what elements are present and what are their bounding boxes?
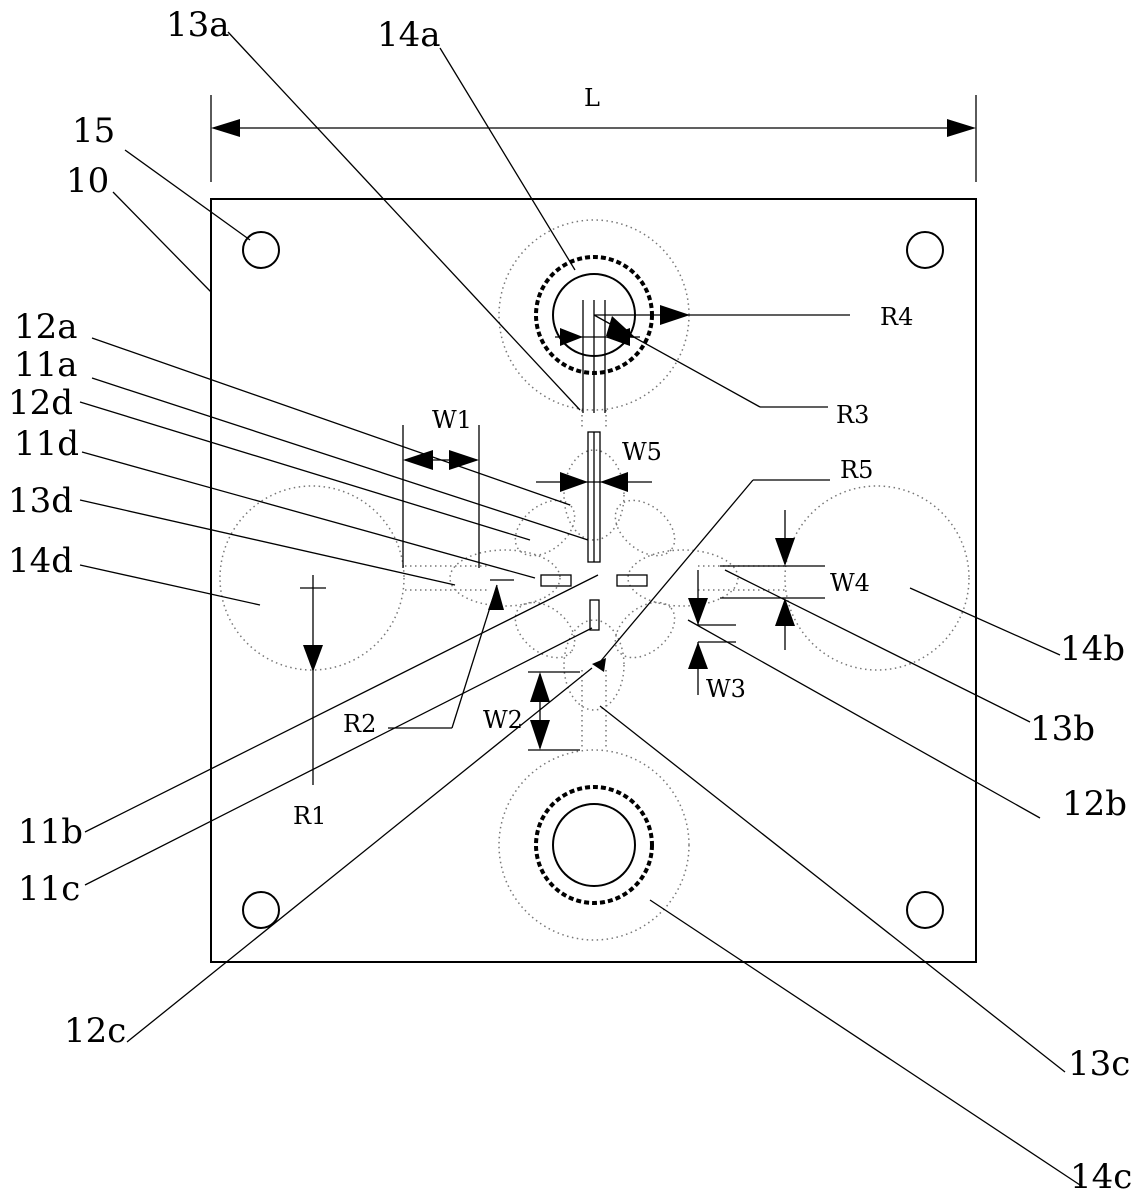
dim-label-r2: R2 (343, 710, 376, 738)
dim-label-r1: R1 (293, 802, 326, 830)
label-13a: 13a (166, 5, 230, 45)
label-12a: 12a (14, 307, 78, 347)
label-14b: 14b (1060, 629, 1125, 669)
dimension-w1 (402, 425, 480, 568)
mounting-hole-bottom-right (906, 891, 944, 929)
dimension-w3 (688, 570, 736, 695)
label-13c: 13c (1068, 1044, 1130, 1084)
label-13d: 13d (8, 481, 73, 521)
dim-label-r4: R4 (880, 303, 913, 331)
top-port (534, 255, 654, 413)
label-12d: 12d (8, 383, 73, 423)
mounting-holes (242, 231, 944, 929)
label-14a: 14a (377, 15, 441, 55)
dimension-r1 (300, 575, 326, 785)
label-12c: 12c (64, 1011, 126, 1051)
label-13b: 13b (1030, 709, 1095, 749)
dim-label-r3: R3 (836, 401, 869, 429)
dim-label-w1: W1 (432, 406, 472, 434)
mounting-hole-top-right (906, 231, 944, 269)
dim-label-w3: W3 (706, 675, 746, 703)
central-feed (540, 431, 648, 672)
label-14c: 14c (1070, 1157, 1132, 1197)
bottom-port (534, 785, 654, 905)
dim-label-l: L (584, 84, 600, 112)
dim-label-w4: W4 (830, 569, 870, 597)
dim-label-r5: R5 (840, 456, 873, 484)
label-10: 10 (66, 161, 109, 201)
dimension-w4 (720, 510, 825, 650)
label-14d: 14d (8, 541, 73, 581)
mounting-hole-bottom-left (242, 891, 280, 929)
dim-label-w5: W5 (622, 438, 662, 466)
substrate-board (210, 198, 977, 963)
label-11a: 11a (14, 345, 78, 385)
dimension-r5 (599, 479, 830, 663)
dimension-l (210, 95, 977, 182)
dimension-w5 (536, 472, 652, 492)
label-12b: 12b (1062, 784, 1127, 824)
label-11b: 11b (18, 812, 83, 852)
dimension-r2 (388, 579, 514, 729)
dimension-r3-r4 (555, 305, 850, 408)
label-11d: 11d (14, 424, 79, 464)
label-15: 15 (72, 111, 115, 151)
dim-label-w2: W2 (483, 706, 523, 734)
dimension-w2 (528, 671, 580, 751)
label-11c: 11c (18, 869, 80, 909)
leader-lines (79, 31, 1081, 1186)
mounting-hole-top-left (242, 231, 280, 269)
